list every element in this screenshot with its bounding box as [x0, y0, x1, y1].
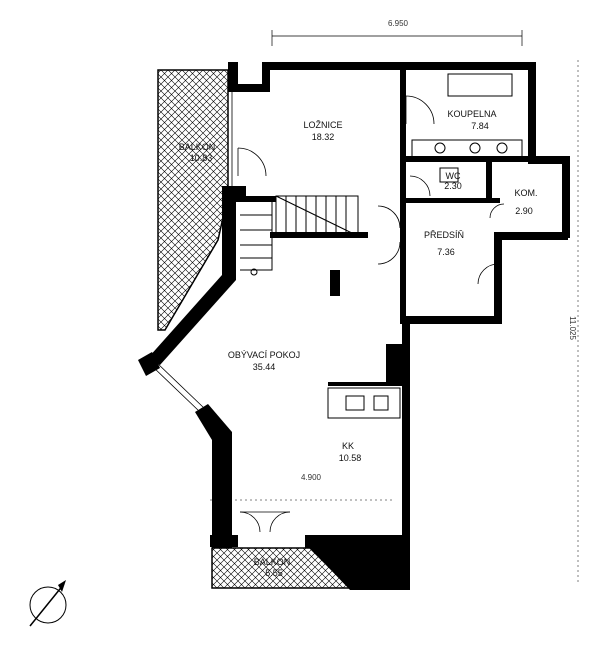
walls	[138, 62, 570, 590]
room-name-obyvaci: OBÝVACÍ POKOJ	[228, 350, 300, 360]
room-area-balkon-west: 10.83	[190, 153, 213, 163]
room-name-loznice: LOŽNICE	[303, 120, 342, 130]
room-name-kom: KOM.	[514, 188, 537, 198]
room-name-balkon-south: BALKON	[254, 557, 291, 567]
room-area-wc: 2.30	[444, 181, 462, 191]
room-name-predsin: PŘEDSÍŇ	[424, 230, 464, 240]
dimension-top-width: 6.950	[388, 19, 409, 28]
room-area-predsin: 7.36	[437, 247, 455, 257]
doors	[151, 68, 505, 533]
room-name-koupelna: KOUPELNA	[447, 109, 496, 119]
dimension-right-height: 11.025	[568, 316, 577, 340]
room-area-loznice: 18.32	[312, 132, 335, 142]
staircase	[240, 195, 359, 276]
room-area-kk: 10.58	[339, 453, 362, 463]
room-area-obyvaci: 35.44	[253, 362, 276, 372]
room-name-kk: KK	[342, 441, 354, 451]
room-area-balkon-south: 5.55	[265, 568, 283, 578]
dimension-lines	[210, 30, 579, 585]
room-area-kom: 2.90	[515, 206, 533, 216]
dimension-inner-width: 4.900	[301, 473, 322, 482]
room-name-balkon-west: BALKON	[179, 142, 216, 152]
kitchen-counter	[327, 387, 401, 419]
room-area-koupelna: 7.84	[471, 121, 489, 131]
bathroom-fixtures	[411, 73, 523, 183]
north-arrow-icon	[29, 580, 67, 627]
room-name-wc: WC	[446, 171, 461, 181]
